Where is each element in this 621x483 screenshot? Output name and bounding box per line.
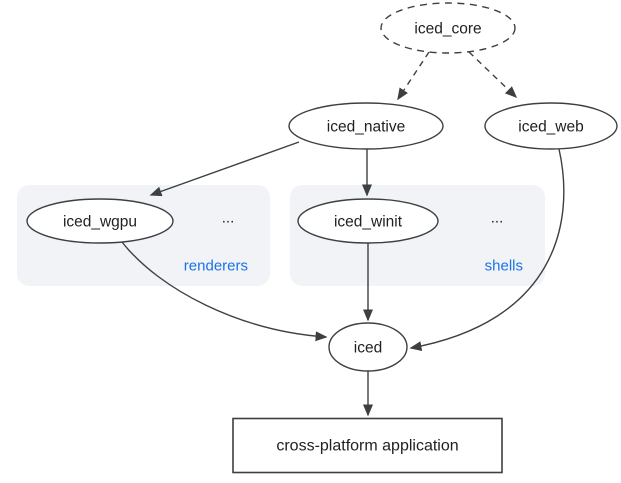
node-iced-wgpu-ellipse: [26, 198, 174, 244]
edge-iced-wgpu-to-iced: [121, 241, 328, 342]
node-iced-native-ellipse: [288, 102, 444, 150]
node-iced-web-ellipse: [484, 102, 618, 150]
node-iced-native-label: iced_native: [327, 119, 405, 136]
node-application-label: cross-platform application: [276, 438, 458, 455]
edge-iced-web-to-iced: [409, 148, 565, 352]
node-iced-web-label: iced_web: [518, 119, 584, 136]
node-iced-wgpu-label: iced_wgpu: [63, 214, 137, 231]
shells-ellipsis: ...: [491, 210, 504, 227]
node-iced-winit-label: iced_winit: [334, 214, 403, 231]
node-iced-core-label: iced_core: [414, 21, 481, 38]
edge-iced-native-to-iced-wgpu: [149, 141, 300, 197]
node-iced-label: iced: [354, 340, 382, 357]
node-iced-winit-ellipse: [297, 198, 439, 244]
shells-group-label: shells: [485, 258, 523, 275]
node-application-rect: [232, 417, 503, 474]
edge-iced-core-to-iced-web: [468, 51, 518, 99]
node-iced-ellipse: [328, 322, 408, 372]
edge-iced-core-to-iced-native: [397, 51, 430, 101]
renderers-ellipsis: ...: [222, 210, 235, 227]
node-iced-core-ellipse: [380, 2, 516, 54]
renderers-group-label: renderers: [184, 258, 248, 275]
